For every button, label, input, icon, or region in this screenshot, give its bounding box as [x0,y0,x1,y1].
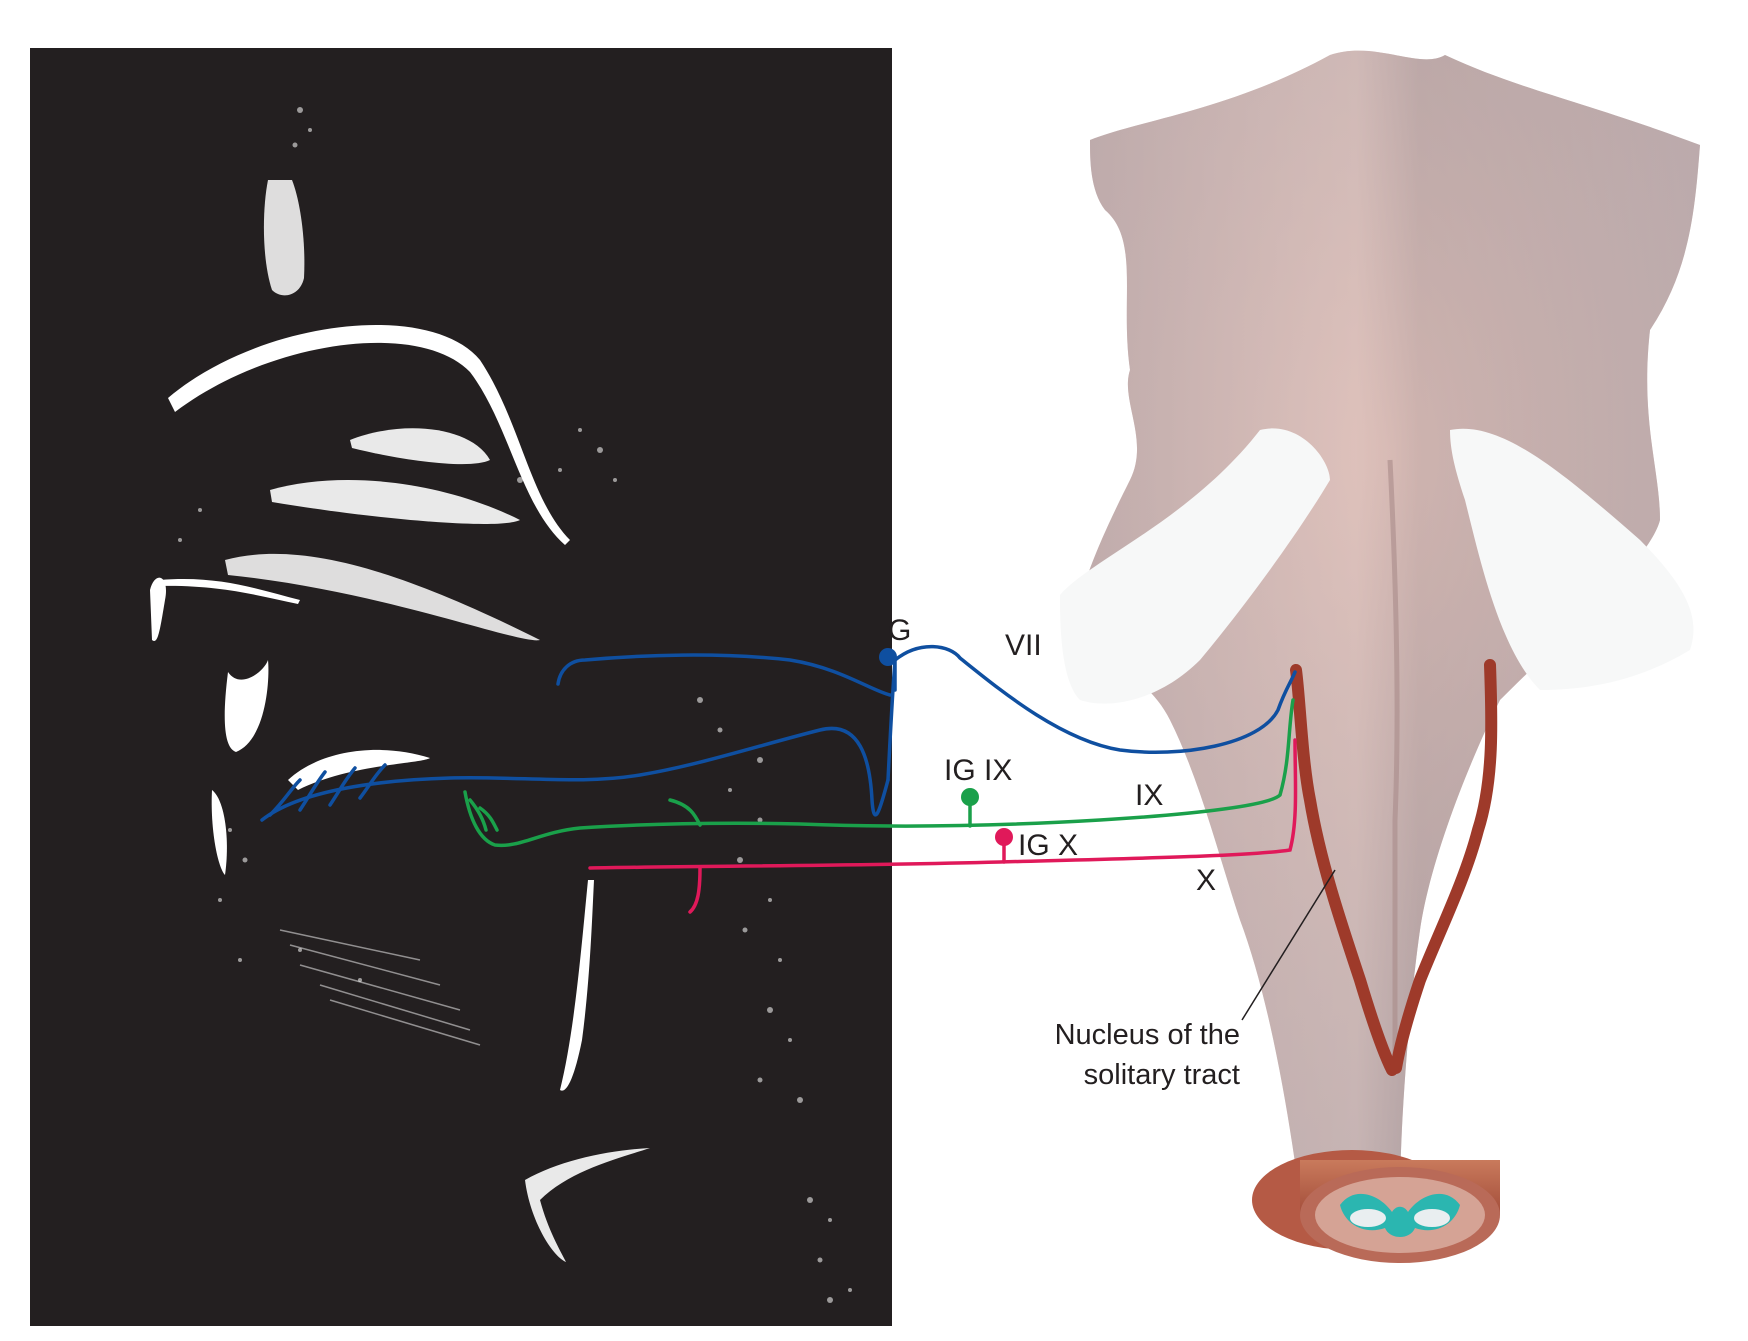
upper-incisor-shape [224,660,269,752]
head-section-panel [30,48,892,1326]
geniculate-ganglion-marker [879,648,897,666]
turbinate-upper-shape [350,428,490,465]
upper-lip-line-shape [160,579,300,604]
muscle-striations [279,929,481,1046]
label-geniculate-ganglion: G [888,614,911,647]
tongue-dorsum-shape [288,749,430,790]
head-speckle-texture [178,107,852,1303]
inferior-ganglion-ix-marker [961,788,979,806]
label-nerve-vii: VII [1005,629,1042,662]
label-ganglion-x: IG X [1018,829,1078,862]
upper-lip-shape [150,577,167,641]
turbinate-lower-shape [225,553,540,641]
fourth-ventricle-groove [1387,459,1400,1060]
head-section-background [30,48,892,1326]
peduncle-cut-right [1450,428,1694,690]
nts-leader-line [1241,869,1336,1021]
label-nts-line1: Nucleus of the [1055,1019,1240,1051]
label-nts-line2: solitary tract [1084,1059,1240,1091]
solitary-nucleus-left [1290,664,1398,1076]
label-nerve-ix: IX [1135,779,1163,812]
lower-jaw-curve-shape [525,1148,650,1262]
label-nerve-x: X [1196,864,1216,897]
lower-incisor-shape [211,790,227,875]
nasal-septum-shape [263,180,305,296]
inferior-ganglion-x-marker [995,828,1013,846]
head-anatomy-outlines [150,180,650,1262]
turbinate-middle-shape [270,480,520,524]
epiglottis-shape [560,880,594,1091]
peduncle-cut-left [1060,428,1330,704]
glossopharyngeal-nerve-ix [463,698,1295,848]
facial-nerve-vii [260,644,1297,822]
brainstem-model [1060,50,1700,1263]
label-ganglion-ix: IG IX [944,754,1012,787]
solitary-nucleus-right [1390,659,1498,1074]
